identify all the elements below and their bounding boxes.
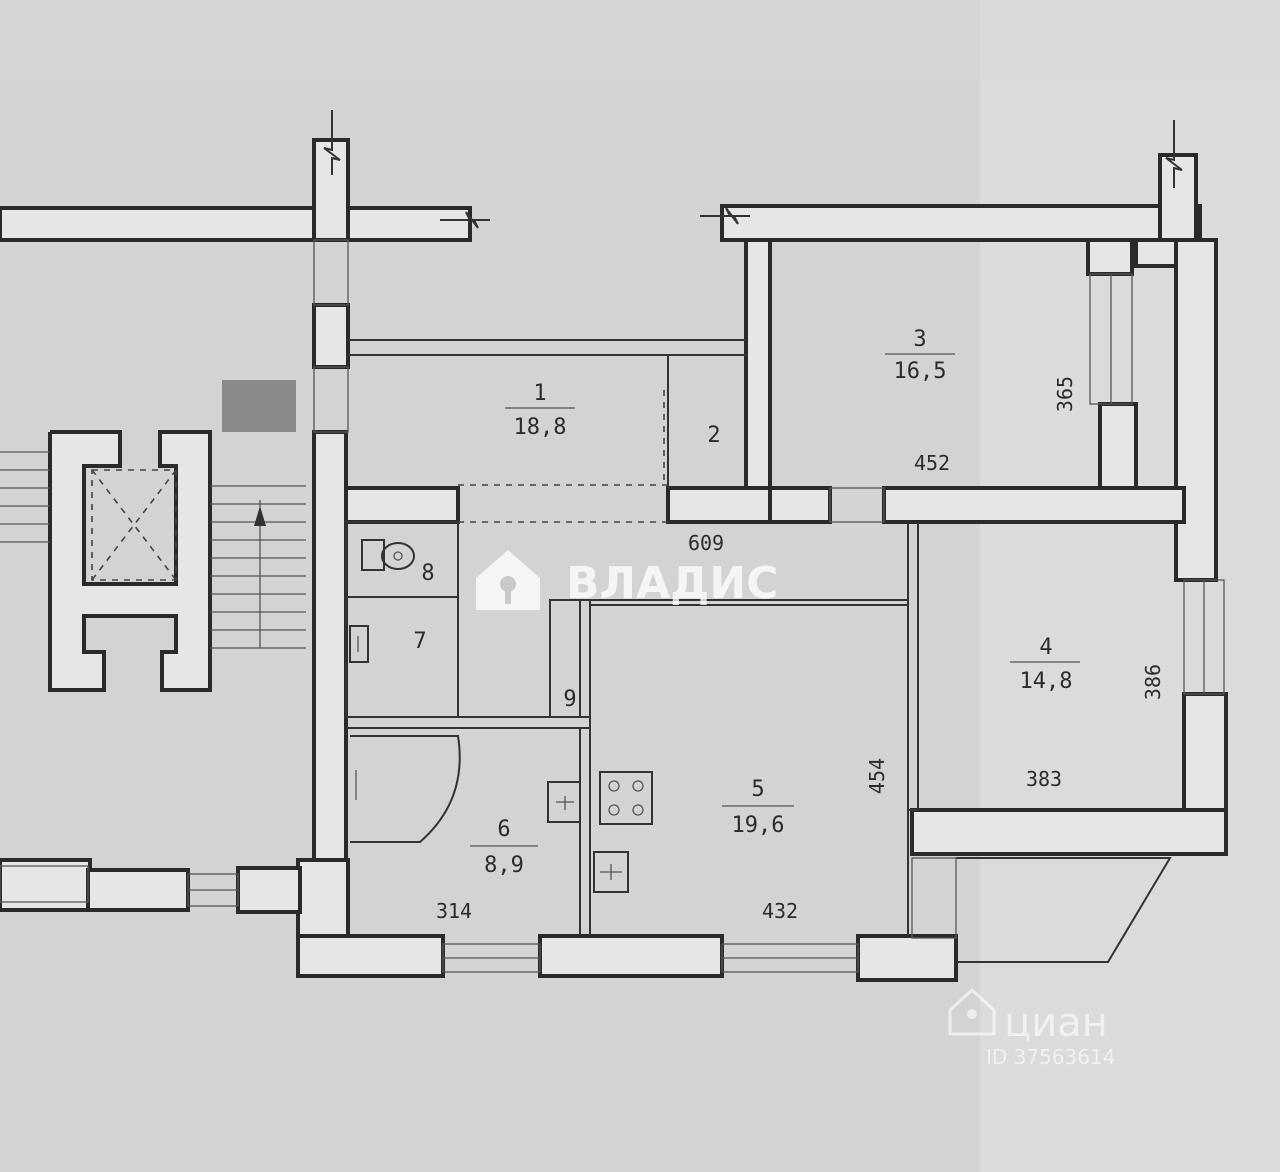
- dim-452: 452: [914, 451, 950, 475]
- wall-room3-bottom: [882, 486, 1186, 524]
- vladis-brand: ВЛАДИС: [566, 558, 778, 609]
- kitchen-sink-icon: [593, 851, 629, 893]
- paper-light-band: [980, 0, 1280, 1172]
- dim-383: 383: [1026, 767, 1062, 791]
- room-6-area: 8,9: [484, 853, 524, 878]
- dim-609: 609: [688, 531, 724, 555]
- room-labels: 1 18,8 2 3 16,5 4 14,8 5 19,6 6 8,9 7 8 …: [413, 327, 1080, 878]
- cian-logo-icon: [948, 987, 996, 1036]
- room-1-number: 1: [533, 381, 546, 406]
- wall-bottom-2: [538, 934, 724, 978]
- cian-watermark: циан ID 37563614: [948, 987, 1115, 1069]
- wall-mid-pier: [768, 486, 832, 524]
- room-4-number: 4: [1039, 635, 1052, 660]
- stair-arrow-icon: [254, 506, 266, 526]
- wall-bottom-1: [296, 934, 445, 978]
- wall-room3-left: [744, 238, 772, 494]
- room-1-area: 18,8: [514, 415, 567, 440]
- cian-listing-id: ID 37563614: [986, 1045, 1115, 1069]
- room-9-number: 9: [563, 687, 576, 712]
- windows: [0, 239, 1225, 973]
- wall-right-2: [1098, 402, 1138, 490]
- wall-top-right: [720, 204, 1202, 242]
- partitions: [345, 339, 919, 936]
- room-8-number: 8: [421, 561, 434, 586]
- walls: [0, 138, 1228, 982]
- dim-314: 314: [436, 899, 472, 923]
- wall-window-left-pier: [86, 868, 190, 912]
- dim-365: 365: [1053, 376, 1077, 412]
- redaction-block: [222, 380, 296, 432]
- wall-balcony-top: [910, 808, 1228, 856]
- wall-right-3: [1174, 238, 1218, 582]
- toilet-icon: [361, 539, 415, 571]
- wall-pier-upper: [312, 303, 350, 369]
- room-7-number: 7: [413, 629, 426, 654]
- wall-window-right-pier: [236, 866, 302, 914]
- washbasin-icon: [349, 625, 369, 663]
- dimension-labels: 609 452 365 383 386 454 314 432: [436, 376, 1165, 923]
- stove-icon: [599, 771, 653, 825]
- dim-432: 432: [762, 899, 798, 923]
- room-5-area: 19,6: [732, 813, 785, 838]
- room-3-number: 3: [913, 327, 926, 352]
- cian-brand: циан: [1004, 1000, 1108, 1046]
- room-4-area: 14,8: [1020, 669, 1073, 694]
- wall-left-partition: [312, 430, 348, 874]
- wall-bottom-3: [856, 934, 958, 982]
- wall-bath-top: [344, 486, 460, 524]
- room-5-number: 5: [751, 777, 764, 802]
- vladis-watermark: ВЛАДИС: [476, 550, 778, 610]
- staircase: [0, 430, 306, 692]
- dim-386: 386: [1141, 664, 1165, 700]
- wall-right-1: [1086, 238, 1134, 276]
- wall-stub-top-left: [312, 138, 350, 242]
- shower-icon: [350, 735, 461, 843]
- break-marks: [323, 110, 1183, 229]
- house-key-logo-icon: [476, 550, 540, 610]
- paper-top-band: [0, 0, 1280, 80]
- room-6-number: 6: [497, 817, 510, 842]
- room-2-number: 2: [707, 423, 720, 448]
- fixtures: [349, 539, 653, 893]
- dim-454: 454: [865, 758, 889, 794]
- wall-top-left: [0, 206, 472, 242]
- sink-icon: [547, 781, 581, 823]
- room-3-area: 16,5: [894, 359, 947, 384]
